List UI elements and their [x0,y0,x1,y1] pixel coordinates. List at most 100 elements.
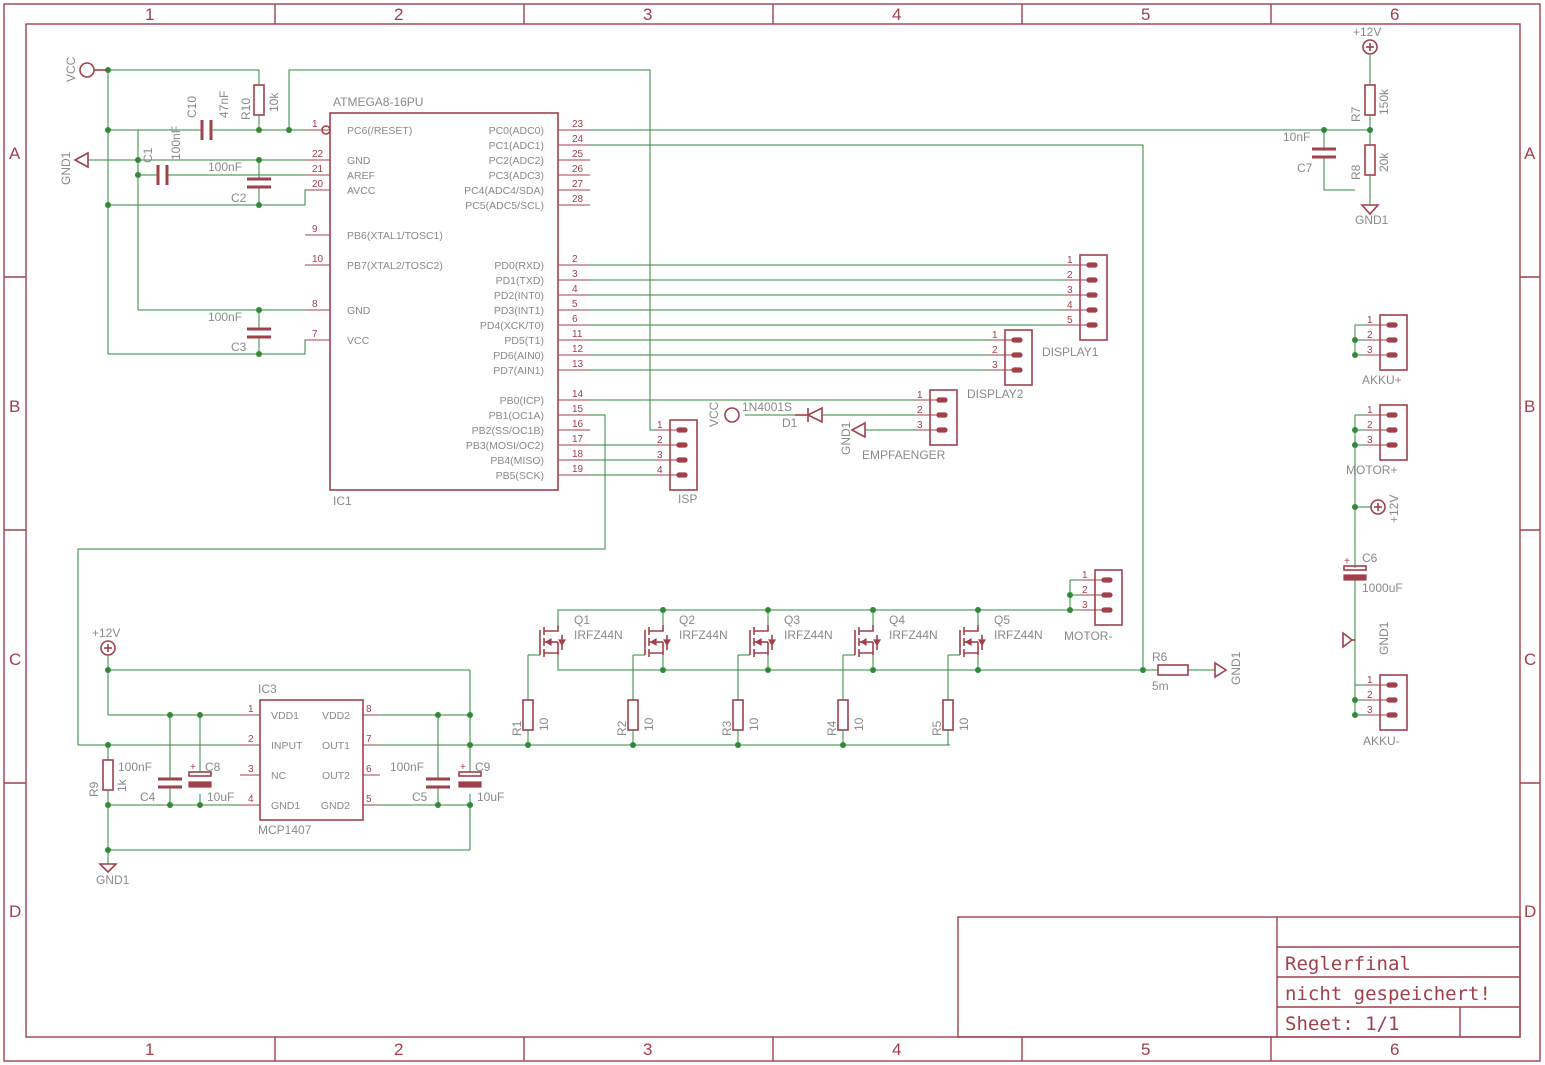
capacitor-c4: 100nF C4 [118,760,182,804]
pin-label: PB6(XTAL1/TOSC1) [347,230,443,242]
r9-value: 1k [115,778,129,792]
connector-name: ISP [678,492,697,506]
c8-name: C8 [205,760,221,774]
pin-number: 3 [917,420,923,431]
mosfet-value: IRFZ44N [994,628,1043,642]
connector-name: AKKU+ [1362,373,1402,387]
resistor-r10: R10 10k [239,84,281,120]
pin-number: 3 [1067,285,1073,296]
pin-label: PD4(XCK/T0) [480,320,544,332]
pin-label: GND2 [321,800,350,812]
pin-number: 11 [572,329,583,340]
capacitor-c9: + C9 10uF [458,760,504,804]
c5-value: 100nF [390,760,424,774]
pin-number: 16 [572,419,584,430]
pin-number: 2 [1082,585,1088,596]
c3-value: 100nF [208,310,242,324]
col-label: 1 [145,5,154,24]
pin-number: 7 [312,329,318,340]
pin-number: 3 [248,764,254,775]
mosfet-value: IRFZ44N [574,628,623,642]
capacitor-c3: 100nF C3 [208,310,271,354]
mosfet-value: IRFZ44N [889,628,938,642]
r6-name: R6 [1152,650,1168,664]
capacitor-c6: + C6 1000uF [1343,551,1403,595]
mosfet-name: Q3 [784,613,800,627]
pin-number: 2 [657,435,663,446]
row-label: C [9,650,21,669]
ic3-pin: 3NC [240,764,287,782]
pin-number: 8 [312,299,318,310]
pin-label: PD0(RXD) [494,260,544,272]
col-label: 6 [1390,5,1399,24]
mosfet-value: IRFZ44N [784,628,833,642]
pin-number: 24 [572,134,584,145]
capacitor-c2: 100nF C2 [208,160,271,205]
pin-label: NC [271,770,287,782]
pin-number: 21 [312,164,324,175]
gnd-symbol-empf: GND1 [839,421,866,455]
r8-value: 20k [1377,152,1391,172]
pin-number: 3 [1367,705,1373,716]
pin-number: 6 [572,314,578,325]
pin-number: 2 [992,345,998,356]
v12-supply-mcp: +12V [92,626,120,656]
gnd-label: GND1 [839,421,853,455]
v12-label: +12V [1387,495,1401,523]
connector-name: EMPFAENGER [862,448,946,462]
capacitor-c7: 10nF C7 [1283,130,1336,175]
resistor-value: 10 [642,717,656,731]
col-label: 5 [1141,5,1150,24]
col-label: 2 [394,5,403,24]
pin-number: 1 [1367,675,1373,686]
resistor-value: 10 [957,717,971,731]
col-label: 3 [643,5,652,24]
resistor-name: R4 [825,720,839,736]
pin-number: 8 [366,704,372,715]
pin-number: 14 [572,389,584,400]
col-label: 3 [643,1040,652,1059]
c1-value: 100nF [169,126,183,160]
gnd-label: GND1 [1229,651,1243,685]
r8-name: R8 [1349,164,1363,180]
capacitor-c1: C1 100nF [141,126,183,185]
column-labels-bottom: 1 2 3 4 5 6 [145,1040,1399,1059]
ic1-left-pins: 1PC6(/RESET)22GND21AREF20AVCC9PB6(XTAL1/… [305,119,443,347]
c9-name: C9 [475,760,491,774]
c2-name: C2 [231,191,247,205]
pin-number: 3 [1367,435,1373,446]
gnd-label: GND1 [1377,621,1391,655]
pin-label: INPUT [271,740,303,752]
c1-name: C1 [141,147,155,163]
svg-text:+: + [460,762,466,773]
connector-array: 12345DISPLAY1123DISPLAY2123EMPFAENGER123… [655,254,1408,748]
col-label: 4 [892,1040,901,1059]
gnd-symbol-c6: GND1 [1342,621,1391,655]
pin-number: 13 [572,359,584,370]
connector-name: MOTOR+ [1346,463,1397,477]
pin-label: PB0(ICP) [500,395,544,407]
r10-name: R10 [239,98,253,120]
pin-label: PB5(SCK) [496,470,544,482]
pin-number: 20 [312,179,324,190]
vcc-label: VCC [707,401,721,427]
